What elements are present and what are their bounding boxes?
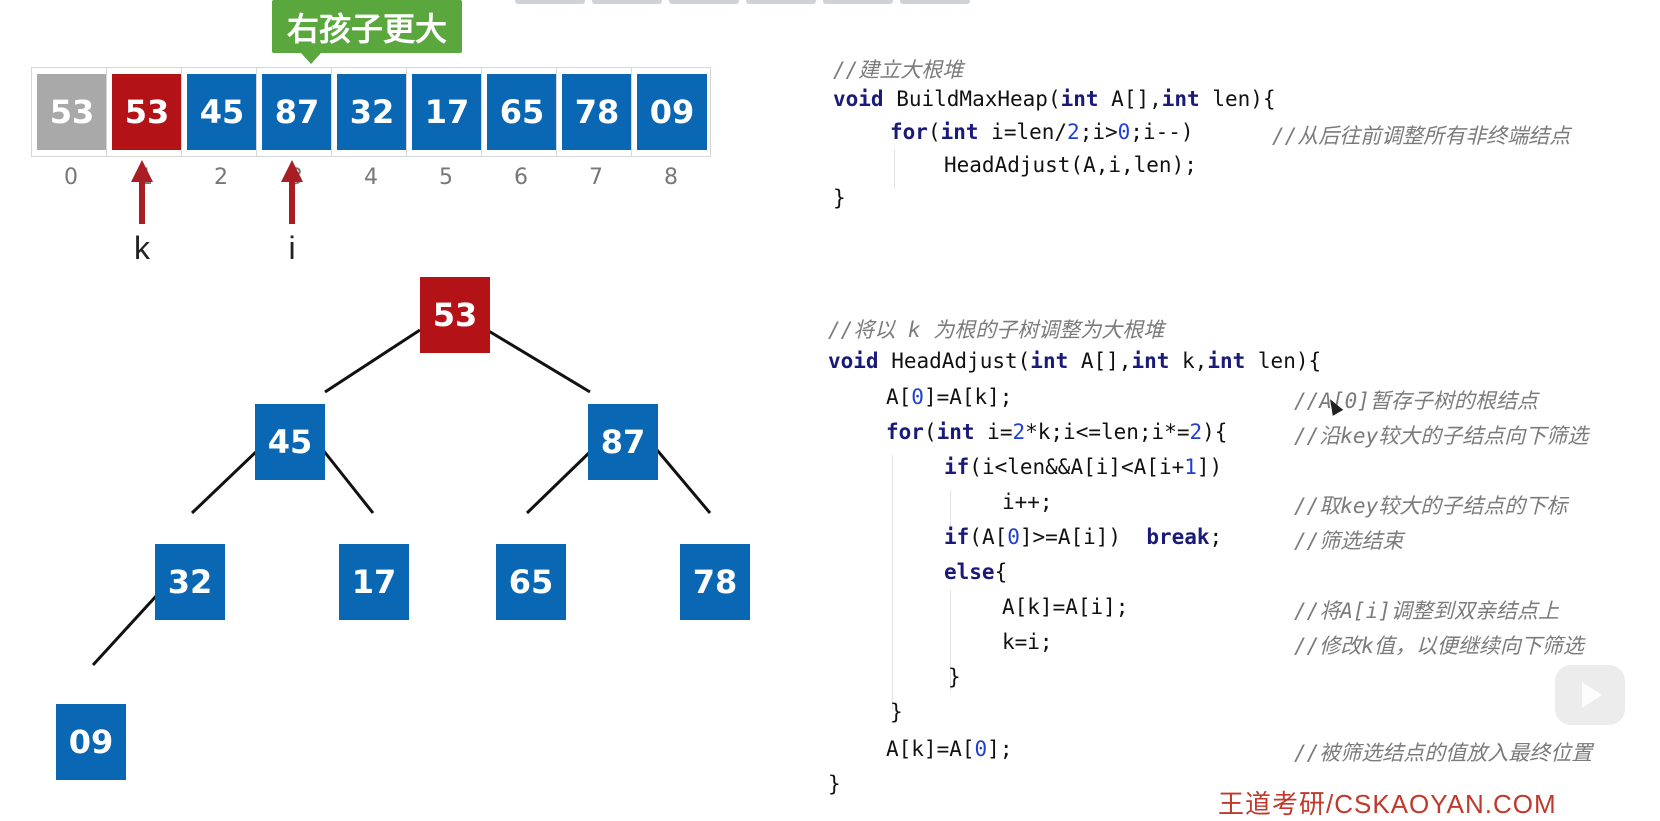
- tree-edge: [525, 448, 594, 515]
- pointer-i-arrow-icon: [281, 160, 303, 224]
- code-line: }: [833, 186, 846, 210]
- array-value: 87: [262, 74, 332, 150]
- array-cell: 53: [31, 67, 111, 157]
- tree-node: 53: [420, 277, 490, 353]
- watermark: 王道考研/CSKAOYAN.COM: [1218, 789, 1557, 819]
- array-cell: 09: [631, 67, 711, 157]
- tree-node: 87: [588, 404, 658, 480]
- indent-guide: [950, 490, 951, 534]
- indent-guide: [950, 590, 951, 690]
- top-toolbar: [0, 0, 1660, 4]
- tree-edge: [91, 592, 160, 667]
- toolbar-tab[interactable]: [592, 0, 662, 4]
- code-comment: //被筛选结点的值放入最终位置: [1294, 741, 1593, 765]
- array-value: 65: [487, 74, 557, 150]
- code-comment: //建立大根堆: [833, 58, 964, 82]
- code-line: }: [948, 665, 961, 689]
- toolbar-tab[interactable]: [900, 0, 970, 4]
- code-line: }: [828, 772, 841, 796]
- array-cell: 65: [481, 67, 561, 157]
- code-comment: //从后往前调整所有非终端结点: [1272, 124, 1571, 148]
- array-cell: 45: [181, 67, 261, 157]
- tree-edge: [324, 328, 421, 394]
- code-comment: //筛选结束: [1294, 529, 1404, 553]
- code-line: i++;: [1002, 490, 1053, 514]
- array-index: 0: [64, 165, 78, 190]
- array-index: 8: [664, 165, 678, 190]
- heap-tree-edges: [91, 328, 712, 667]
- array-cell: 53: [106, 67, 186, 157]
- indent-guide: [892, 455, 893, 710]
- code-comment: //A[0]暂存子树的根结点: [1294, 389, 1538, 413]
- array-index: 6: [514, 165, 528, 190]
- toolbar-tab[interactable]: [669, 0, 739, 4]
- tree-node: 32: [155, 544, 225, 620]
- array-index: 5: [439, 165, 453, 190]
- tree-node: 45: [255, 404, 325, 480]
- array-cell: 87: [256, 67, 336, 157]
- array-value: 45: [187, 74, 257, 150]
- tree-edge: [655, 449, 712, 514]
- code-comment: //沿key较大的子结点向下筛选: [1294, 424, 1589, 448]
- code-line: HeadAdjust(A,i,len);: [944, 153, 1197, 177]
- code-line: A[k]=A[0];: [886, 737, 1013, 761]
- code-line: void BuildMaxHeap(int A[],int len){: [833, 87, 1276, 111]
- code-comment: //取key较大的子结点的下标: [1294, 494, 1568, 518]
- pointer-i-label: i: [288, 230, 296, 266]
- code-line: else{: [944, 560, 1008, 584]
- array-value: 78: [562, 74, 632, 150]
- right-child-larger-callout: 右孩子更大: [272, 0, 462, 53]
- code-line: if(A[0]>=A[i]) break;: [944, 525, 1223, 549]
- array-index: 7: [589, 165, 603, 190]
- tree-edge: [486, 328, 591, 394]
- code-line: for(int i=2*k;i<=len;i*=2){: [886, 420, 1228, 444]
- code-line: }: [890, 700, 903, 724]
- array-cell: 32: [331, 67, 411, 157]
- code-line: if(i<len&&A[i]<A[i+1]): [944, 455, 1223, 479]
- code-line: void HeadAdjust(int A[],int k,int len){: [828, 349, 1322, 373]
- toolbar-tab[interactable]: [515, 0, 585, 4]
- code-line: A[0]=A[k];: [886, 385, 1013, 409]
- toolbar-tab[interactable]: [823, 0, 893, 4]
- array-value: 53: [37, 74, 107, 150]
- array-value: 17: [412, 74, 482, 150]
- tree-node: 78: [680, 544, 750, 620]
- indent-guide: [894, 150, 895, 188]
- tree-node: 09: [56, 704, 126, 780]
- toolbar-tab[interactable]: [746, 0, 816, 4]
- array-cell: 17: [406, 67, 486, 157]
- code-line: k=i;: [1002, 630, 1053, 654]
- callout-pointer: [301, 53, 321, 64]
- code-comment: //将以 k 为根的子树调整为大根堆: [828, 318, 1165, 342]
- array-index: 4: [364, 165, 378, 190]
- tree-edge: [321, 449, 375, 514]
- tree-node: 65: [496, 544, 566, 620]
- tree-edge: [190, 448, 260, 515]
- code-comment: //修改k值，以便继续向下筛选: [1294, 634, 1584, 658]
- code-line: for(int i=len/2;i>0;i--): [890, 120, 1194, 144]
- code-line: A[k]=A[i];: [1002, 595, 1129, 619]
- array-value: 09: [637, 74, 707, 150]
- pointer-k-label: k: [134, 230, 150, 266]
- code-comment: //将A[i]调整到双亲结点上: [1294, 599, 1559, 623]
- video-play-icon[interactable]: [1555, 665, 1625, 725]
- array-value: 32: [337, 74, 407, 150]
- array-value: 53: [112, 74, 182, 150]
- array-cell: 78: [556, 67, 636, 157]
- array-index: 2: [214, 165, 228, 190]
- pointer-k-arrow-icon: [131, 160, 153, 224]
- tree-node: 17: [339, 544, 409, 620]
